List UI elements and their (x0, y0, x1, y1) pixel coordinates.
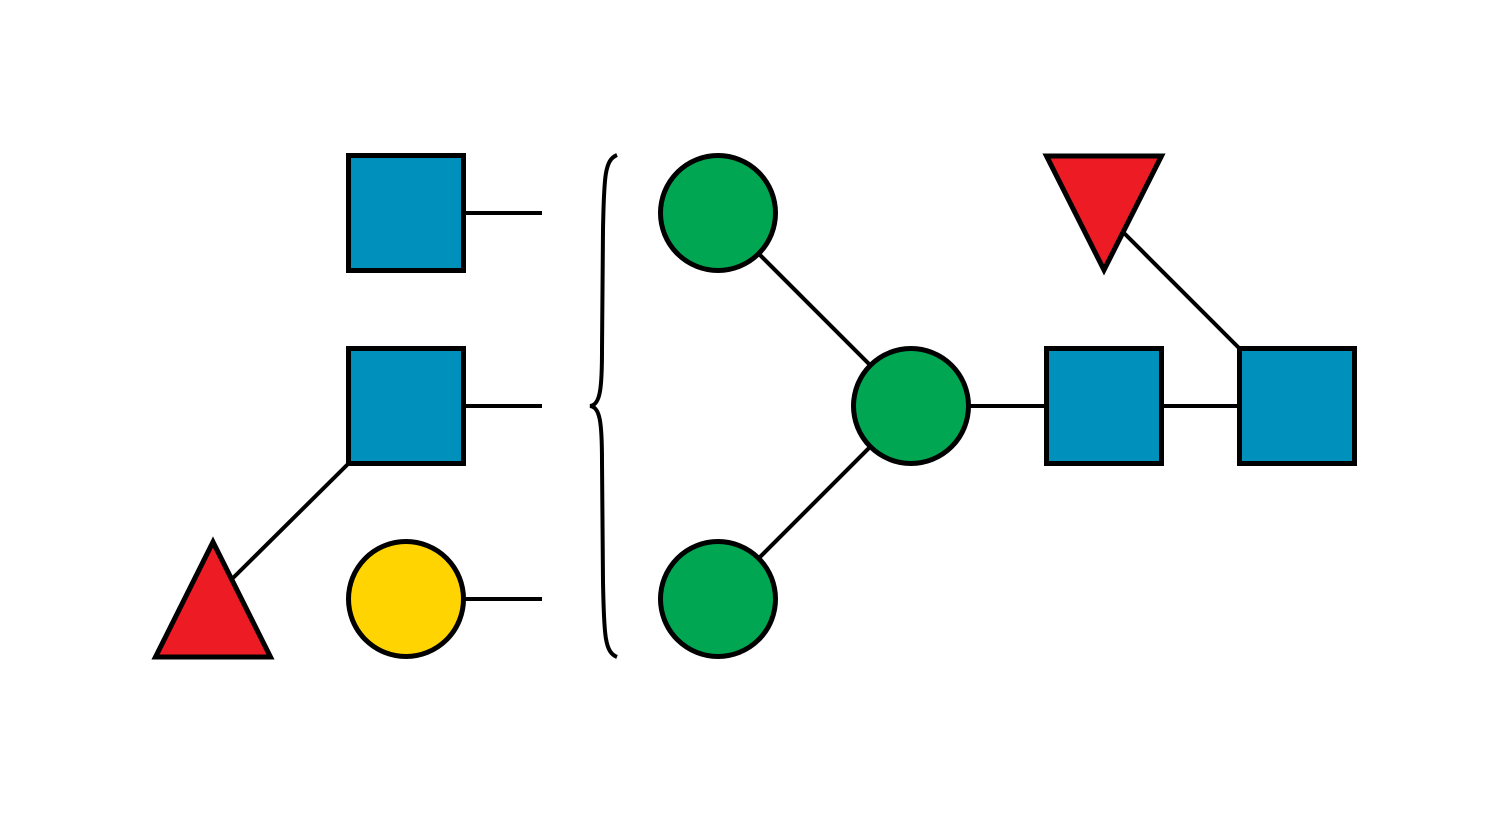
fucose-antenna-triangle-up (151, 536, 275, 660)
linkage-glcnac-antenna-mid-to-fucose-antenna (231, 462, 350, 580)
antenna-brace (589, 153, 618, 659)
mannose-upper-circle (658, 153, 778, 273)
glcnac-reducing-end-square (1237, 346, 1357, 466)
fucose-core-triangle-down (1042, 153, 1166, 276)
monosaccharide-nodes (151, 153, 1357, 660)
mannose-central-circle (851, 346, 971, 466)
mannose-lower-circle (658, 539, 778, 659)
glcnac-second-square (1044, 346, 1164, 466)
glcnac-antenna-mid-square (346, 346, 466, 466)
galactose-antenna-circle (346, 539, 466, 659)
linkage-glcnac-reducing-end-to-fucose-core (1122, 231, 1241, 350)
glcnac-antenna-top-square (346, 153, 466, 273)
antenna-link-lines (463, 211, 542, 601)
